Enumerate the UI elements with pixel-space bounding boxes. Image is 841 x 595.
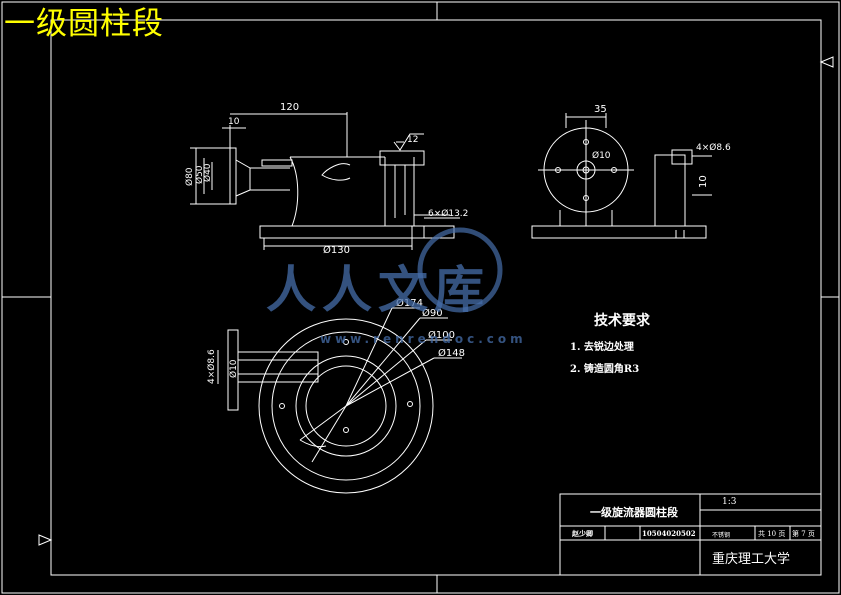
watermark-logo <box>417 227 503 313</box>
dim-dia50: Ø50 <box>194 165 205 184</box>
surface-finish-value: 12 <box>407 135 418 145</box>
dim-side-10: 10 <box>698 175 709 188</box>
material: 不锈钢 <box>712 532 731 539</box>
dim-holes-8-6: 4×Ø8.6 <box>696 142 731 153</box>
side-view <box>531 113 712 239</box>
school-name: 重庆理工大学 <box>712 552 791 567</box>
watermark-sub: www.renrendoc.com <box>320 332 527 346</box>
dim-dia40: Ø40 <box>202 163 213 182</box>
top-view <box>217 307 462 494</box>
sheet-total: 共 10 页 <box>758 530 786 538</box>
tech-requirement-2: 2. 铸造圆角R3 <box>570 364 640 375</box>
dim-dia100: Ø100 <box>428 329 455 341</box>
dim-dia10: Ø10 <box>592 150 611 161</box>
dim-dia90: Ø90 <box>422 307 443 319</box>
part-name: 一级旋流器圆柱段 <box>590 506 678 519</box>
title-block <box>559 493 822 576</box>
top-dim-text: Ø174 Ø90 Ø100 Ø148 4×Ø8.6 Ø10 <box>206 297 465 384</box>
tech-requirement-1: 1. 去锐边处理 <box>570 342 634 353</box>
side-dim-text: 35 Ø10 4×Ø8.6 10 <box>592 104 731 188</box>
dim-top-dia10: Ø10 <box>228 359 239 378</box>
dim-dia174: Ø174 <box>396 297 423 309</box>
front-dim-text: 120 10 Ø80 Ø50 Ø40 12 Ø130 6×Ø13.2 <box>184 102 468 256</box>
dim-35: 35 <box>594 104 607 115</box>
dim-120: 120 <box>280 102 299 113</box>
tech-requirements-title: 技术要求 <box>594 313 650 329</box>
front-view <box>190 112 460 250</box>
dim-dia148: Ø148 <box>438 347 465 359</box>
watermark-main: 人人文库 <box>266 261 490 319</box>
dim-dia130: Ø130 <box>323 244 350 256</box>
dim-holes-13: 6×Ø13.2 <box>428 208 468 219</box>
designer-name: 赵少卿 <box>572 529 593 538</box>
dim-top-holes: 4×Ø8.6 <box>206 349 217 384</box>
dim-10: 10 <box>228 117 240 127</box>
student-id: 10504020502 <box>642 529 696 538</box>
dim-dia80: Ø80 <box>184 167 195 186</box>
drawing-scale: 1:3 <box>722 497 737 507</box>
sheet-number: 第 7 页 <box>792 530 815 538</box>
page-title: 一级圆柱段 <box>4 6 164 42</box>
